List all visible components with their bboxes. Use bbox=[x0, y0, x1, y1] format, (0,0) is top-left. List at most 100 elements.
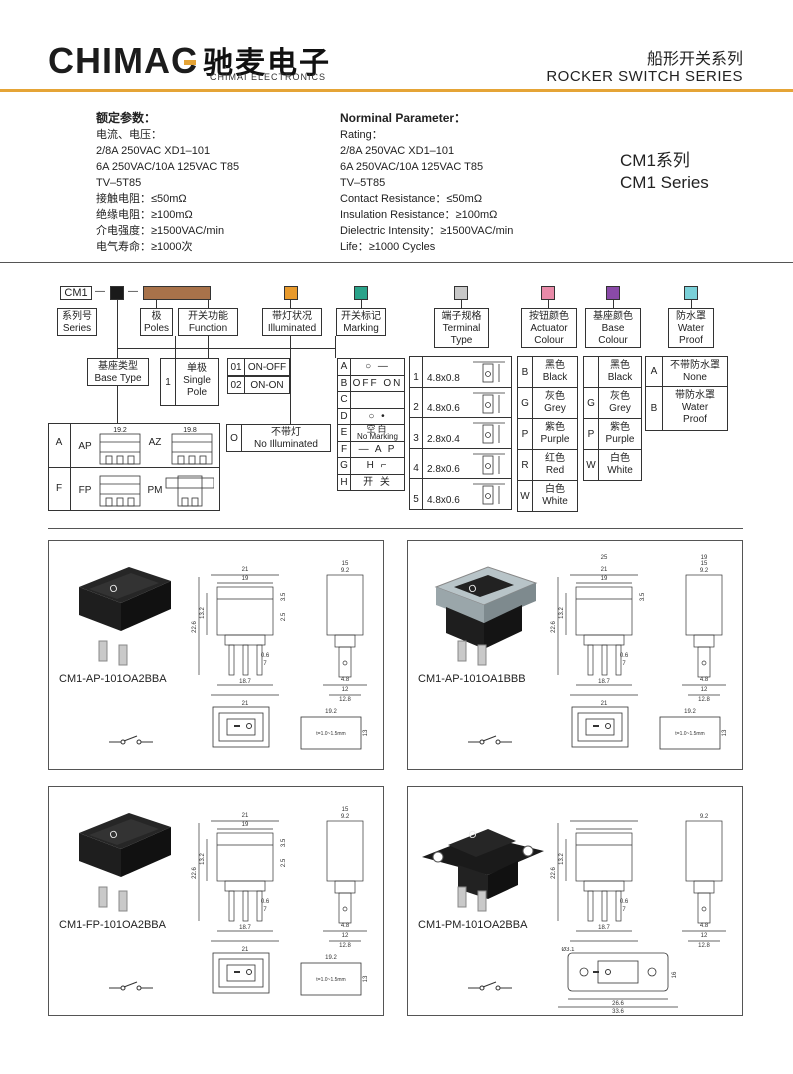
dimension-label: 19 bbox=[601, 576, 608, 582]
cutout-label: t=1.0~1.5mm bbox=[316, 977, 345, 983]
dimension-label: 4.8 bbox=[341, 677, 350, 683]
cutout-label: 13 bbox=[363, 975, 369, 982]
dimension-label: 18.7 bbox=[598, 925, 610, 931]
marking-symbol: OFF ON bbox=[350, 374, 405, 392]
dimension-label: 9.2 bbox=[341, 568, 350, 574]
dimension-label: 7 bbox=[263, 661, 267, 667]
dimension-label: 15 bbox=[342, 807, 349, 813]
param-line: Life：≥1000 Cycles bbox=[340, 241, 436, 253]
terminal-spec: 2.8x0.6 bbox=[427, 464, 460, 475]
brand-logo: CHIMAC bbox=[48, 40, 198, 81]
actuator-code: P bbox=[517, 418, 533, 450]
dimension-label: 2.5 bbox=[281, 612, 287, 621]
colour-cn: 红色 bbox=[545, 453, 565, 464]
colour-cn: 灰色 bbox=[545, 391, 565, 402]
param-line: 6A 250VAC/10A 125VAC T85 bbox=[96, 161, 240, 173]
switch-symbol-icon bbox=[468, 735, 512, 745]
switch-symbol-icon bbox=[468, 981, 512, 991]
dimension-label: 13.2 bbox=[559, 607, 565, 619]
illum-code: O bbox=[226, 424, 242, 452]
switch-symbol-icon bbox=[109, 981, 153, 991]
swatch-water bbox=[684, 286, 698, 300]
colour-cn: 黑色 bbox=[610, 360, 630, 371]
connector-function bbox=[208, 300, 209, 308]
connector-actuator bbox=[548, 300, 549, 308]
dimension-label: 12.8 bbox=[698, 943, 710, 949]
colour-cn: 白色 bbox=[545, 484, 565, 495]
param-line: 介电强度：≥1500VAC/min bbox=[96, 225, 225, 237]
dimension-label: 15 bbox=[342, 561, 349, 567]
switch-photo: O bbox=[434, 566, 538, 666]
series-name: CM1系列 CM1 Series bbox=[620, 150, 709, 194]
base-name-fp: FP bbox=[78, 485, 92, 496]
terminal-code: 5 bbox=[409, 478, 423, 510]
connector-illum bbox=[290, 300, 291, 308]
cutout-label: Ø3.1 bbox=[561, 947, 575, 953]
model-number: CM1-AP-101OA1BBB bbox=[418, 673, 526, 685]
dimension-label: 12 bbox=[342, 687, 349, 693]
colour-cn: 紫色 bbox=[545, 422, 565, 433]
dimension-label: 22.6 bbox=[192, 621, 198, 633]
terminal-spec-cell: 2.8x0.6 bbox=[422, 447, 512, 479]
connector-water bbox=[691, 300, 692, 308]
dim-az: 19.8 bbox=[183, 427, 197, 434]
dimension-label: 0.6 bbox=[620, 899, 629, 905]
dimension-label: 18.7 bbox=[239, 679, 251, 685]
model-number: CM1-AP-101OA2BBA bbox=[59, 673, 167, 685]
marking-symbol: — A P bbox=[350, 440, 405, 458]
terminal-code: 4 bbox=[409, 447, 423, 479]
colour-en: Grey bbox=[609, 403, 631, 414]
dimension-label: 4.8 bbox=[341, 923, 350, 929]
dimension-label: 0.6 bbox=[620, 653, 629, 659]
brand-name-en: CHIMAI ELECTRONICS bbox=[210, 72, 327, 82]
param-line: 电气寿命：≥1000次 bbox=[96, 241, 193, 253]
water-code: B bbox=[645, 386, 663, 431]
dimension-label: 9.2 bbox=[700, 568, 709, 574]
actuator-code: B bbox=[517, 356, 533, 388]
connector-marking-down bbox=[335, 336, 336, 358]
colour-en: Grey bbox=[544, 403, 566, 414]
svg-text:O: O bbox=[108, 829, 119, 842]
code-dash-1: — bbox=[95, 286, 105, 297]
base-colour-code: P bbox=[583, 418, 599, 450]
dimension-label: 12.8 bbox=[698, 697, 710, 703]
colour-en: Red bbox=[545, 465, 565, 476]
base-colour-code: G bbox=[583, 387, 599, 419]
dimension-label: 7 bbox=[622, 907, 626, 913]
param-line: 绝缘电阻：≥100mΩ bbox=[96, 209, 193, 221]
colour-en: Black bbox=[607, 372, 633, 383]
series-title-en: ROCKER SWITCH SERIES bbox=[546, 68, 743, 85]
colour-en: White bbox=[542, 496, 568, 507]
terminal-spec-cell: 4.8x0.6 bbox=[422, 386, 512, 418]
actuator-code: G bbox=[517, 387, 533, 419]
svg-text:O: O bbox=[467, 583, 478, 596]
dimension-label: 21 bbox=[242, 567, 249, 573]
swatch-base-colour bbox=[606, 286, 620, 300]
marking-sub: No Marking bbox=[357, 432, 398, 441]
param-line: Rating： bbox=[340, 129, 383, 141]
dimension-label: 19 bbox=[701, 555, 708, 561]
terminal-spec-cell: 4.8x0.8 bbox=[422, 356, 512, 388]
base-name-pm: PM bbox=[147, 485, 163, 496]
colour-cn: 灰色 bbox=[610, 391, 630, 402]
dimension-label: 21 bbox=[601, 567, 608, 573]
marking-symbol-text: ○ • bbox=[368, 410, 387, 422]
cutout-label: 13 bbox=[722, 729, 728, 736]
brand-name-cn: 驰麦电子 bbox=[203, 47, 331, 80]
header-divider bbox=[0, 89, 793, 92]
terminal-spec: 4.8x0.6 bbox=[427, 403, 460, 414]
terminal-code: 1 bbox=[409, 356, 423, 388]
param-line: TV–5T85 bbox=[96, 177, 142, 189]
marking-symbol: H ⌐ bbox=[350, 457, 405, 475]
connector-illum-down bbox=[290, 336, 291, 424]
code-dash-2: — bbox=[128, 286, 138, 297]
